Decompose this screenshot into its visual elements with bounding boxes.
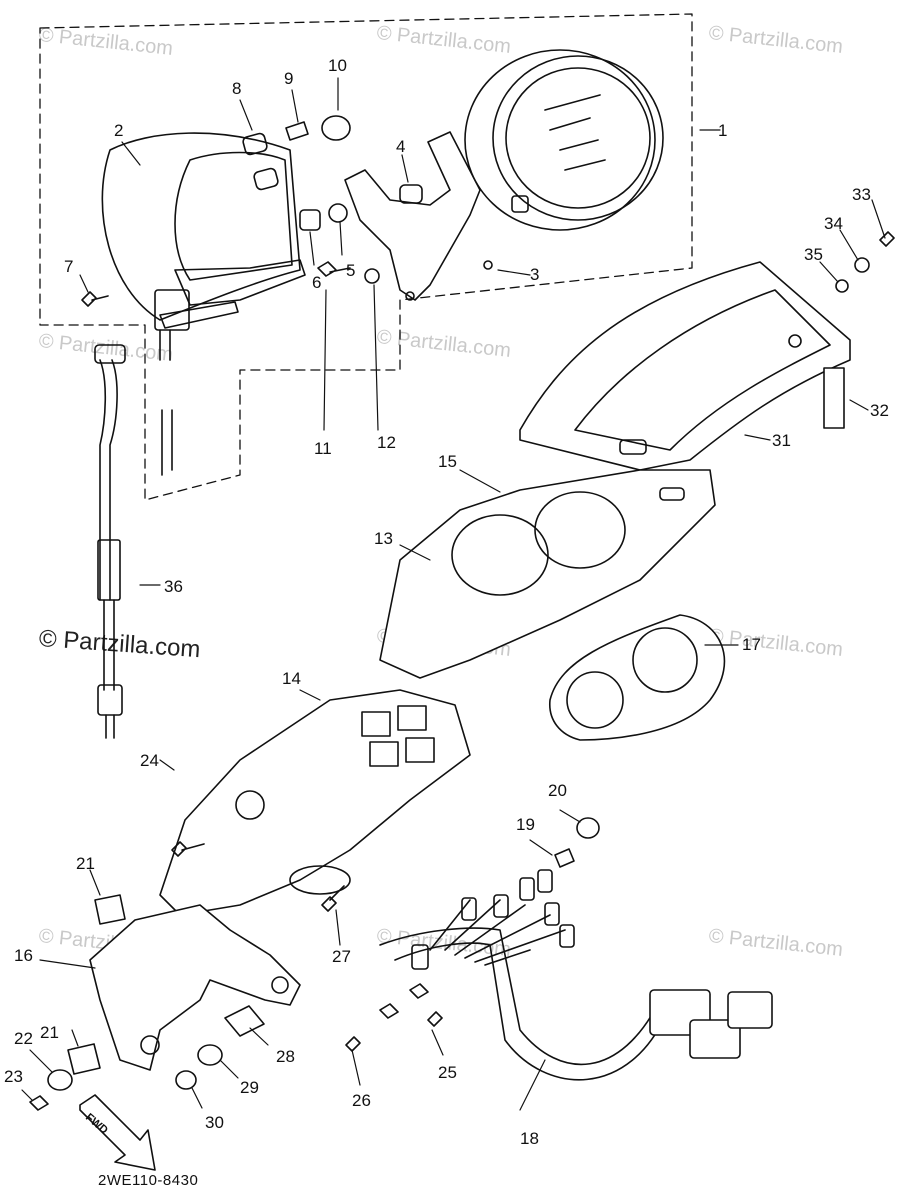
meter-visor xyxy=(519,261,851,471)
fwd-arrow xyxy=(79,1094,156,1171)
lower-cover xyxy=(159,689,471,916)
callout-21b: 21 xyxy=(40,1023,59,1042)
meter-housing xyxy=(101,132,306,329)
callout-30: 30 xyxy=(205,1113,224,1132)
assembly-outline xyxy=(39,13,693,501)
gauge-face xyxy=(549,614,726,741)
callout-8: 8 xyxy=(232,79,242,98)
bulb-sockets xyxy=(242,115,351,231)
callout-18: 18 xyxy=(520,1129,539,1148)
callout-29: 29 xyxy=(240,1078,259,1097)
callout-5: 5 xyxy=(346,261,356,280)
callout-21a: 21 xyxy=(76,854,95,873)
screw-parts xyxy=(81,261,380,307)
callout-14: 14 xyxy=(282,669,301,688)
speedometer-gauge xyxy=(464,49,664,231)
callout-4: 4 xyxy=(396,137,406,156)
callout-7: 7 xyxy=(64,257,74,276)
callout-22: 22 xyxy=(14,1029,33,1048)
callout-33: 33 xyxy=(852,185,871,204)
callout-34: 34 xyxy=(824,214,843,233)
callout-16: 16 xyxy=(14,946,33,965)
screw-25 xyxy=(427,1011,443,1027)
screw-26 xyxy=(345,1036,361,1052)
callout-9: 9 xyxy=(284,69,294,88)
grommets xyxy=(29,894,265,1111)
washer-35 xyxy=(835,279,849,293)
meter-wiring xyxy=(154,289,190,476)
meter-case xyxy=(379,439,716,679)
callout-11: 11 xyxy=(314,439,332,458)
speedometer-cable xyxy=(94,344,126,739)
callout-13: 13 xyxy=(374,529,393,548)
callout-24: 24 xyxy=(140,751,159,770)
callout-6: 6 xyxy=(312,273,322,292)
lower-bracket xyxy=(89,904,301,1071)
bulb-19 xyxy=(554,848,575,868)
callout-31: 31 xyxy=(772,431,791,450)
callout-3: 3 xyxy=(530,265,540,284)
callout-25: 25 xyxy=(438,1063,457,1082)
callout-23: 23 xyxy=(4,1067,23,1086)
callout-2: 2 xyxy=(114,121,124,140)
callout-35: 35 xyxy=(804,245,823,264)
callout-17: 17 xyxy=(742,635,761,654)
callout-26: 26 xyxy=(352,1091,371,1110)
callout-1: 1 xyxy=(718,121,728,140)
diagram-code: 2WE110-8430 xyxy=(98,1172,199,1189)
bulb-20 xyxy=(576,817,600,839)
callout-12: 12 xyxy=(377,433,396,452)
callout-32: 32 xyxy=(870,401,889,420)
callout-10: 10 xyxy=(328,56,347,75)
callout-36: 36 xyxy=(164,577,183,596)
washer-34 xyxy=(854,257,870,273)
meter-bracket xyxy=(344,131,493,301)
screw-27 xyxy=(321,885,345,912)
screw-33 xyxy=(879,231,895,247)
callout-15: 15 xyxy=(438,452,457,471)
leader-lines xyxy=(21,77,886,1111)
callout-28: 28 xyxy=(276,1047,295,1066)
screw-24 xyxy=(171,841,205,857)
callout-27: 27 xyxy=(332,947,351,966)
callout-20: 20 xyxy=(548,781,567,800)
callout-19: 19 xyxy=(516,815,535,834)
wire-harness xyxy=(379,869,773,1081)
